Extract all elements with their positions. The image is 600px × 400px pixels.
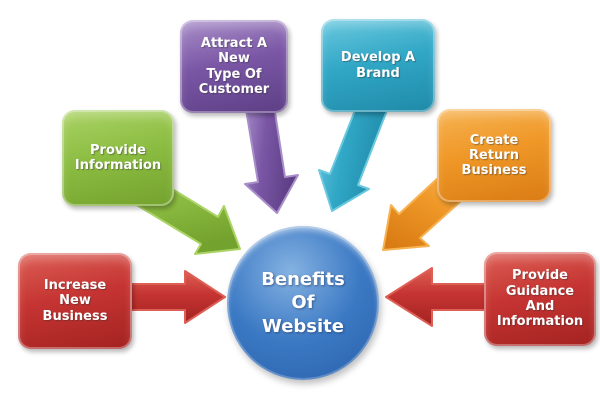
benefit-label-attract-customer: Attract A New Type Of Customer [198, 35, 270, 97]
arrow-develop-brand [318, 89, 392, 212]
benefit-label-increase-new-business: Increase New Business [42, 278, 108, 324]
benefit-label-develop-brand: Develop A Brand [340, 50, 416, 81]
benefit-box-provide-information: Provide Information [62, 110, 174, 206]
center-label: Benefits Of Website [261, 268, 345, 337]
benefit-label-create-return-business: Create Return Business [461, 132, 527, 179]
benefit-box-develop-a-brand: Develop A Brand [321, 19, 435, 112]
arrow-increase-new-business [119, 270, 226, 324]
benefit-box-create-return-business: Create Return Business [437, 109, 551, 202]
benefit-box-attract-new-type-of-customer: Attract A New Type Of Customer [180, 20, 288, 113]
benefit-box-provide-guidance-and-information: Provide Guidance And Information [484, 252, 596, 346]
benefit-label-provide-information: Provide Information [74, 142, 162, 173]
arrow-provide-guidance [385, 267, 491, 327]
benefit-box-increase-new-business: Increase New Business [18, 253, 132, 349]
benefit-label-provide-guidance: Provide Guidance And Information [496, 268, 584, 330]
center-circle-benefits-of-website: Benefits Of Website [227, 226, 379, 380]
